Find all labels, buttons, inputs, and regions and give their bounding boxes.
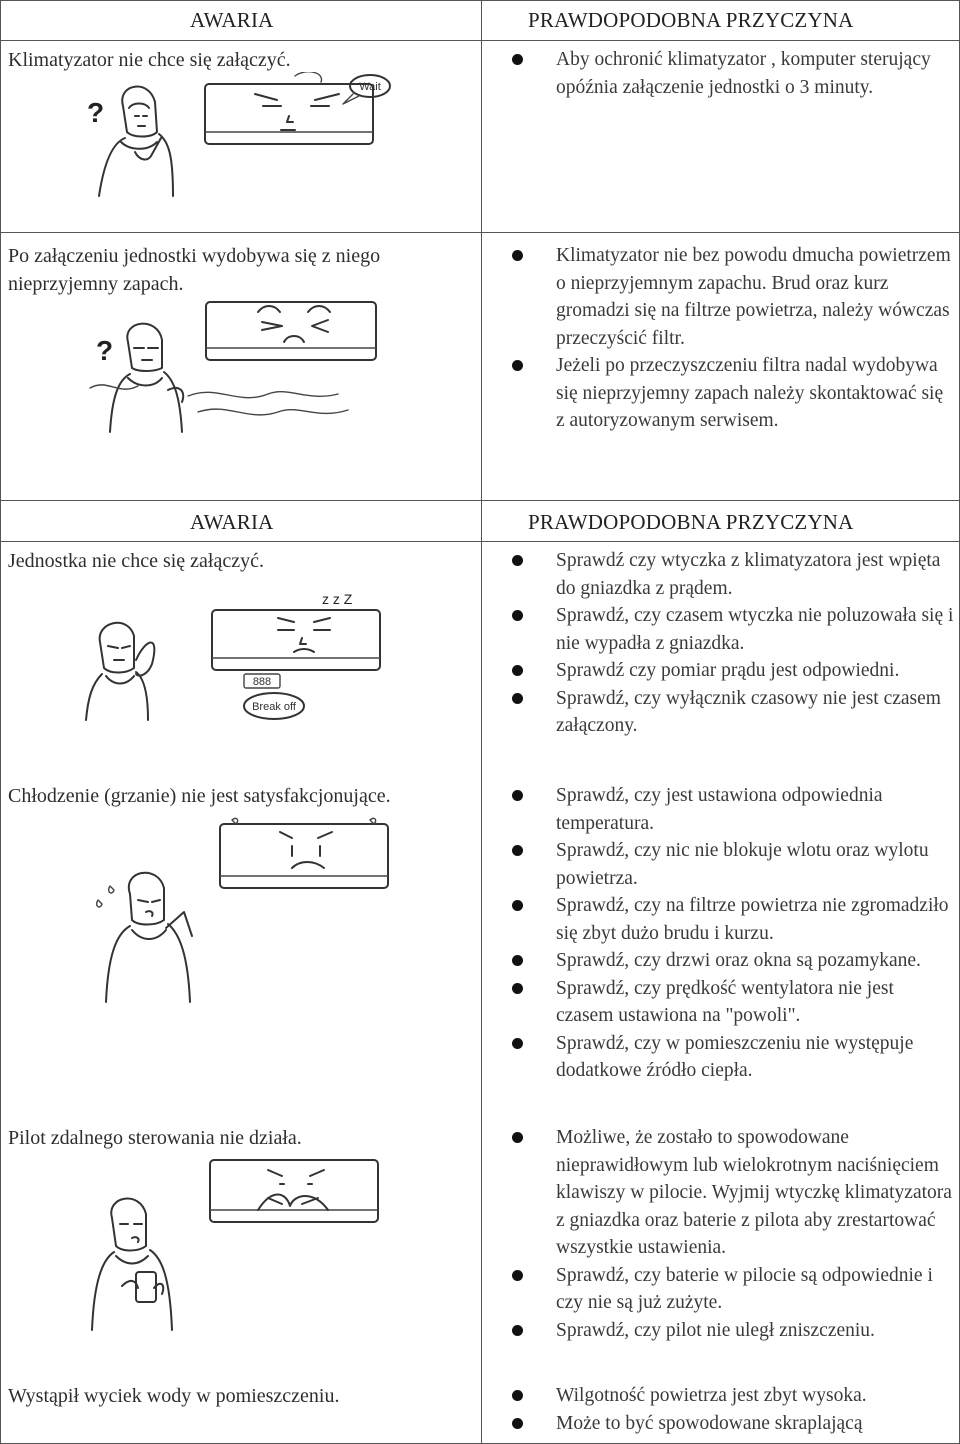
cause-item: Sprawdź czy wtyczka z klimatyzatora jest… [512, 547, 956, 602]
cause-item: Jeżeli po przeczyszczeniu filtra nadal w… [512, 352, 956, 435]
cause-item: Sprawdź, czy prędkość wentylatora nie je… [512, 975, 956, 1030]
break-off-bubble-text: Break off [252, 701, 297, 713]
cause-item: Sprawdź, czy nic nie blokuje wlotu oraz … [512, 837, 956, 892]
cause-item: Klimatyzator nie bez powodu dmucha powie… [512, 242, 956, 352]
cause-header: PRAWDOPODOBNA PRZYCZYNA [528, 510, 854, 534]
cause-item: Sprawdź, czy na filtrze powietrza nie zg… [512, 892, 956, 947]
cause-item: Sprawdź, czy wyłącznik czasowy nie jest … [512, 685, 956, 740]
section-divider [0, 500, 960, 501]
fault-header: AWARIA [190, 510, 274, 534]
cause-list: Wilgotność powietrza jest zbyt wysoka. M… [512, 1382, 956, 1437]
display-digits: 888 [253, 676, 271, 688]
fault-text: Chłodzenie (grzanie) nie jest satysfakcj… [8, 785, 391, 807]
fault-text: Pilot zdalnego sterowania nie działa. [8, 1127, 302, 1149]
cause-item: Sprawdź, czy baterie w pilocie są odpowi… [512, 1262, 956, 1317]
cause-item: Sprawdź, czy drzwi oraz okna są pozamyka… [512, 947, 956, 975]
column-divider [481, 0, 482, 1444]
sleep-z-text: z z Z [322, 591, 353, 607]
fault-header: AWARIA [190, 8, 274, 32]
waiting-woman-ac-unit-icon: ? Wait [85, 72, 395, 202]
sweating-man-ac-unit-icon [80, 816, 390, 1006]
sleeping-ac-unit-icon: z z Z 888 Break off [82, 574, 382, 724]
cause-list: Sprawdź, czy jest ustawiona odpowiednia … [512, 782, 956, 1085]
fault-text: Wystąpił wyciek wody w pomieszczeniu. [8, 1385, 340, 1407]
cause-item: Wilgotność powietrza jest zbyt wysoka. [512, 1382, 956, 1410]
cause-list: Aby ochronić klimatyzator , komputer ste… [512, 46, 956, 101]
cause-item: Możliwe, że zostało to spowodowane niepr… [512, 1124, 956, 1262]
remote-control-ac-unit-icon [82, 1154, 382, 1334]
cause-header: PRAWDOPODOBNA PRZYCZYNA [528, 8, 854, 32]
fault-text: Po załączeniu jednostki wydobywa się z n… [8, 245, 381, 295]
cause-item: Sprawdź czy pomiar prądu jest odpowiedni… [512, 657, 956, 685]
cause-list: Sprawdź czy wtyczka z klimatyzatora jest… [512, 547, 956, 740]
svg-text:?: ? [87, 97, 104, 128]
wait-bubble-text: Wait [359, 81, 381, 93]
fault-text: Klimatyzator nie chce się załączyć. [8, 49, 291, 71]
svg-text:?: ? [96, 335, 113, 366]
header-divider-1 [0, 40, 960, 41]
row-divider-1 [0, 232, 960, 233]
cause-list: Możliwe, że zostało to spowodowane niepr… [512, 1124, 956, 1344]
fault-text: Jednostka nie chce się załączyć. [8, 550, 264, 572]
cause-item: Może to być spowodowane skraplającą [512, 1410, 956, 1438]
cause-item: Aby ochronić klimatyzator , komputer ste… [512, 46, 956, 101]
cause-item: Sprawdź, czy jest ustawiona odpowiednia … [512, 782, 956, 837]
header-divider-2 [0, 541, 960, 542]
smelly-air-ac-unit-icon: ? [88, 298, 388, 438]
cause-item: Sprawdź, czy w pomieszczeniu nie występu… [512, 1030, 956, 1085]
cause-item: Sprawdź, czy czasem wtyczka nie poluzowa… [512, 602, 956, 657]
cause-list: Klimatyzator nie bez powodu dmucha powie… [512, 242, 956, 435]
cause-item: Sprawdź, czy pilot nie uległ zniszczeniu… [512, 1317, 956, 1345]
